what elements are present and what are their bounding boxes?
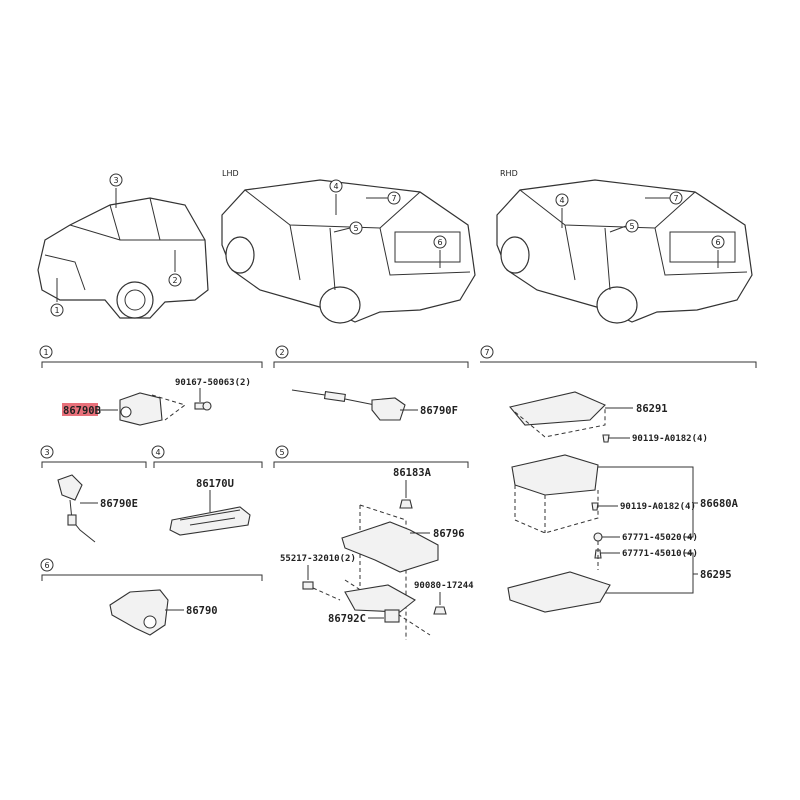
part-label[interactable]: 86792C	[328, 613, 366, 625]
camera-86790B-illustration	[119, 392, 163, 426]
front-vehicle-illustration	[37, 197, 209, 319]
section-5: 5 86183A 86796 55217-32010(2) 86792C 900…	[273, 445, 474, 640]
callout-6: 6	[437, 238, 442, 247]
part-label[interactable]: 90119-A0182(4)	[620, 502, 696, 512]
remote-86170U-illustration	[169, 506, 251, 536]
part-label[interactable]: 86790	[186, 605, 218, 617]
rhd-callouts: 4 7 5 6	[555, 191, 725, 268]
section-number: 5	[279, 448, 284, 457]
section-number: 4	[155, 448, 160, 457]
front-callouts: 3 2 1	[50, 173, 182, 317]
section-4: 4 86170U	[151, 445, 263, 536]
callout-7: 7	[391, 194, 396, 203]
callout-4: 4	[559, 196, 564, 205]
display-86680A-illustration	[511, 454, 599, 496]
frame-86291-illustration	[509, 391, 606, 426]
callout-5: 5	[629, 222, 634, 231]
part-label[interactable]: 86790F	[420, 405, 458, 417]
part-label[interactable]: 86796	[433, 528, 465, 540]
lhd-vehicle-illustration	[221, 179, 476, 324]
section-number: 7	[484, 348, 489, 357]
part-label[interactable]: 55217-32010(2)	[280, 554, 356, 564]
rhd-label: RHD	[500, 169, 518, 178]
section-number: 6	[44, 561, 49, 570]
part-label[interactable]: 86680A	[700, 498, 739, 510]
part-label[interactable]: 67771-45020(4)	[622, 533, 698, 543]
callout-1: 1	[54, 306, 59, 315]
callout-5: 5	[353, 224, 358, 233]
housing-86295-illustration	[507, 571, 611, 613]
part-label[interactable]: 90119-A0182(4)	[632, 434, 708, 444]
part-label[interactable]: 90080-17244	[414, 581, 474, 591]
lhd-label: LHD	[222, 169, 239, 178]
cover-86796-illustration	[341, 521, 439, 573]
camera-86790-illustration	[109, 589, 169, 636]
section-number: 2	[279, 348, 284, 357]
part-label-highlighted[interactable]: 86790B	[63, 405, 101, 417]
camera-86790E-illustration	[57, 474, 83, 501]
callout-7: 7	[673, 194, 678, 203]
section-6: 6 86790	[40, 558, 263, 636]
part-label[interactable]: 86291	[636, 403, 668, 415]
highlight-box	[62, 403, 98, 416]
callout-4: 4	[333, 182, 338, 191]
section-1: 1 90167-50063(2) 86790B	[39, 345, 263, 426]
callout-2: 2	[172, 276, 177, 285]
section-number: 3	[44, 448, 49, 457]
section-3: 3 86790E	[40, 445, 147, 543]
rhd-vehicle-illustration	[496, 179, 753, 324]
section-number: 1	[43, 348, 48, 357]
part-label[interactable]: 90167-50063(2)	[175, 378, 251, 388]
part-label[interactable]: 86790E	[100, 498, 138, 510]
camera-86790F-illustration	[371, 397, 406, 421]
callout-6: 6	[715, 238, 720, 247]
part-label[interactable]: 86183A	[393, 467, 432, 479]
part-label[interactable]: 67771-45010(4)	[622, 549, 698, 559]
section-2: 2 86790F	[273, 345, 469, 421]
module-86792C-illustration	[344, 584, 416, 613]
section-7: 7 86291 90119-A0182(4) 86680A 90119-A018…	[480, 345, 757, 613]
part-label[interactable]: 86295	[700, 569, 732, 581]
callout-3: 3	[113, 176, 118, 185]
part-label[interactable]: 86170U	[196, 478, 234, 490]
lhd-callouts: 4 7 5 6	[329, 179, 447, 268]
